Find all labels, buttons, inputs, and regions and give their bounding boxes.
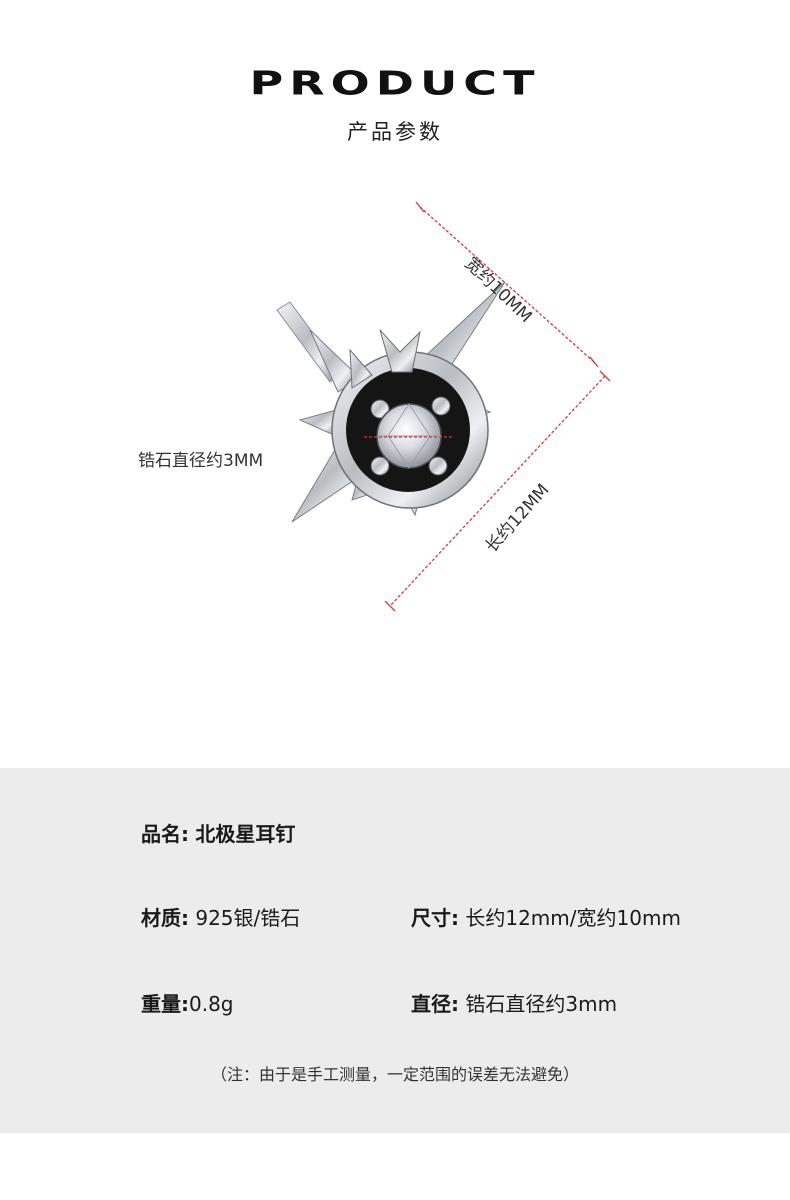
spec-weight-value: 0.8g — [189, 992, 234, 1016]
spec-name-label: 品名: — [141, 822, 189, 846]
spec-diameter: 直径: 锆石直径约3mm — [411, 988, 617, 1017]
dimension-lines — [364, 201, 611, 612]
spec-diameter-value: 锆石直径约3mm — [465, 992, 618, 1016]
spec-material: 材质: 925银/锆石 — [141, 902, 300, 931]
spec-size: 尺寸: 长约12mm/宽约10mm — [411, 902, 681, 931]
spec-diameter-label: 直径: — [411, 992, 459, 1016]
earring-product-image — [276, 201, 611, 612]
spec-weight-label: 重量: — [141, 992, 189, 1016]
spec-material-value: 925银/锆石 — [195, 906, 301, 930]
spec-name: 品名: 北极星耳钉 — [141, 818, 295, 847]
spec-material-label: 材质: — [141, 906, 189, 930]
diamond-dimension-label: 锆石直径约3MM — [138, 451, 264, 471]
spec-size-value: 长约12mm/宽约10mm — [465, 906, 681, 930]
page-title: PRODUCT — [249, 63, 541, 103]
spec-size-label: 尺寸: — [411, 906, 459, 930]
spec-name-value: 北极星耳钉 — [195, 822, 296, 846]
zircon-stone — [370, 396, 451, 476]
spec-panel: 品名: 北极星耳钉 材质: 925银/锆石 尺寸: 长约12mm/宽约10mm … — [0, 768, 790, 1133]
spec-weight: 重量:0.8g — [141, 988, 234, 1017]
page-subtitle: 产品参数 — [347, 120, 443, 144]
measurement-note: （注：由于是手工测量，一定范围的误差无法避免） — [210, 1065, 579, 1084]
